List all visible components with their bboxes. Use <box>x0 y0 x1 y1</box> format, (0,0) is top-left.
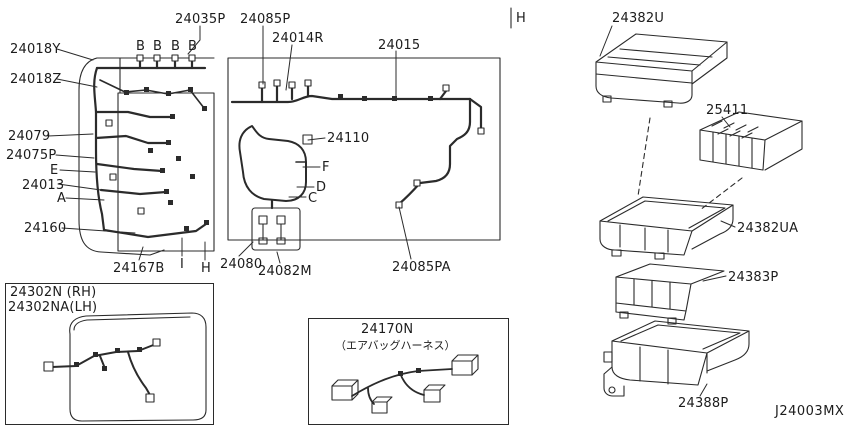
part-label-24014r: 24014R <box>272 31 324 46</box>
ref-label-d: D <box>316 180 327 195</box>
part-label-24080: 24080 <box>220 257 263 272</box>
leader-lines <box>47 25 736 397</box>
airbag-harness-drawing <box>331 354 479 414</box>
part-label-24079: 24079 <box>8 129 51 144</box>
part-label-25411: 25411 <box>706 103 749 118</box>
ref-label-f: F <box>322 160 330 175</box>
figure-code: J24003MX <box>775 404 845 419</box>
relay-box-drawing <box>603 320 750 397</box>
fusebox-lower-drawing <box>599 196 734 260</box>
connector-label-b-2: B <box>153 39 163 54</box>
cabin-harness <box>93 59 208 239</box>
engine-connectors-filled <box>338 94 433 101</box>
grommet-subpart-drawing <box>251 207 301 251</box>
ref-label-e: E <box>50 163 59 178</box>
relay-bracket-drawing <box>615 263 725 325</box>
engine-room-box <box>227 7 512 241</box>
part-label-24085pa: 24085PA <box>392 260 451 275</box>
part-label-24167b: 24167B <box>113 261 165 276</box>
connector-label-b-3: B <box>171 39 181 54</box>
airbag-inset: 24170N （エアバッグハーネス） <box>308 318 509 425</box>
engine-connectors-open <box>258 79 485 209</box>
part-label-24110: 24110 <box>327 131 370 146</box>
part-label-24383p: 24383P <box>728 270 779 285</box>
part-label-24160: 24160 <box>24 221 67 236</box>
airbag-caption: （エアバッグハーネス） <box>335 339 456 352</box>
part-label-24388p: 24388P <box>678 396 729 411</box>
view-label-h-top: H <box>516 11 526 26</box>
door-inset-label-lh: 24302NA(LH) <box>8 300 98 315</box>
cabin-connectors <box>124 87 209 231</box>
ref-label-c: C <box>308 191 318 206</box>
fusebox-cover-drawing <box>595 33 728 108</box>
door-inset-label-rh: 24302N (RH) <box>10 285 97 300</box>
part-label-24018y: 24018Y <box>10 42 61 57</box>
connector-label-b-4: B <box>188 39 198 54</box>
part-label-24018z: 24018Z <box>10 72 62 87</box>
fuse-block-drawing <box>699 111 803 171</box>
part-label-24013: 24013 <box>22 178 65 193</box>
assembly-dashed-lines <box>637 117 743 211</box>
part-label-24015: 24015 <box>378 38 421 53</box>
part-label-24085p: 24085P <box>240 12 291 27</box>
part-label-24075p: 24075P <box>6 148 57 163</box>
ref-label-h-bottom: H <box>201 261 211 276</box>
part-label-24082m: 24082M <box>258 264 312 279</box>
part-label-24035p: 24035P <box>175 12 226 27</box>
part-label-24382u: 24382U <box>612 11 665 26</box>
engine-harness <box>230 84 483 210</box>
door-harness-drawing <box>43 312 207 422</box>
part-label-24382ua: 24382UA <box>737 221 799 236</box>
part-label-24170n: 24170N <box>361 322 414 337</box>
cabin-connectors-open <box>105 54 196 215</box>
door-inset: 24302N (RH) 24302NA(LH) <box>5 283 214 425</box>
ref-label-i: I <box>180 257 185 272</box>
ref-label-a: A <box>57 191 67 206</box>
connector-label-b-1: B <box>136 39 146 54</box>
